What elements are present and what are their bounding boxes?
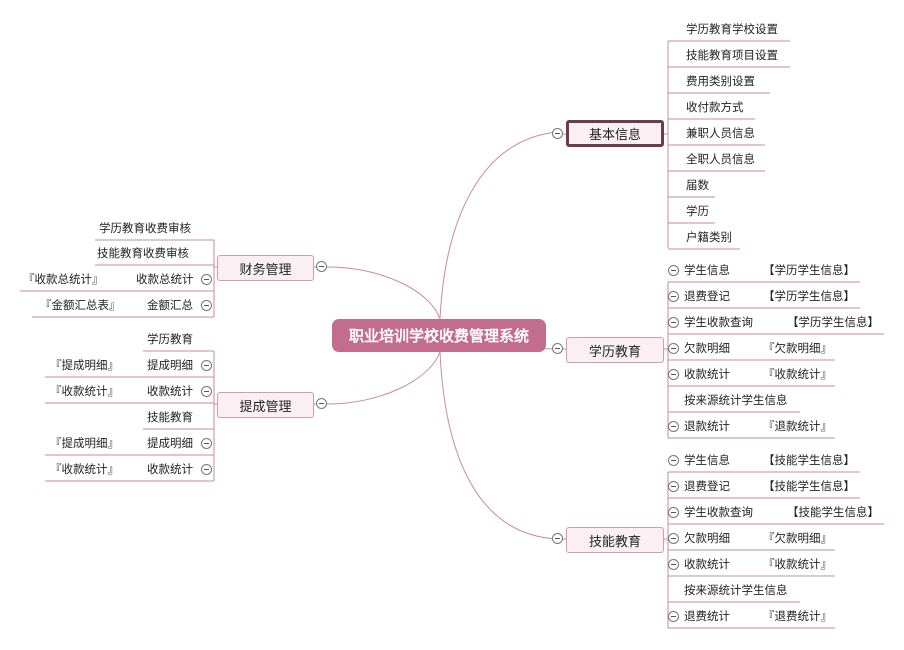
collapse-toggle-icon[interactable]: [668, 611, 679, 622]
finance-item-ref[interactable]: 『金额汇总表』: [40, 298, 121, 312]
skill-item-ref[interactable]: 『收款统计』: [763, 557, 832, 571]
commission-item[interactable]: 收款统计: [147, 384, 193, 398]
collapse-toggle-icon[interactable]: [668, 507, 679, 518]
collapse-toggle-icon[interactable]: [668, 369, 679, 380]
basic-item[interactable]: 技能教育项目设置: [686, 48, 778, 62]
skill-item[interactable]: 退费登记: [684, 479, 730, 493]
commission-item-ref[interactable]: 『提成明细』: [50, 358, 119, 372]
basic-item[interactable]: 兼职人员信息: [686, 126, 755, 140]
degree-item-ref[interactable]: 【学历学生信息】: [787, 315, 879, 329]
commission-item[interactable]: 收款统计: [147, 462, 193, 476]
degree-item[interactable]: 退费登记: [684, 289, 730, 303]
finance-item[interactable]: 技能教育收费审核: [97, 246, 189, 260]
commission-item-ref[interactable]: 『提成明细』: [50, 436, 119, 450]
degree-item[interactable]: 学生收款查询: [684, 315, 753, 329]
collapse-toggle-icon[interactable]: [668, 291, 679, 302]
collapse-toggle-icon[interactable]: [668, 533, 679, 544]
degree-item[interactable]: 退款统计: [684, 419, 730, 433]
commission-item[interactable]: 技能教育: [147, 410, 193, 424]
collapse-toggle-icon[interactable]: [201, 300, 212, 311]
collapse-toggle-icon[interactable]: [668, 421, 679, 432]
collapse-toggle-icon[interactable]: [668, 481, 679, 492]
collapse-toggle-icon[interactable]: [668, 559, 679, 570]
skill-item[interactable]: 学生收款查询: [684, 505, 753, 519]
degree-item-ref[interactable]: 【学历学生信息】: [763, 263, 855, 277]
basic-item[interactable]: 届数: [686, 178, 709, 192]
skill-item-ref[interactable]: 『退费统计』: [763, 609, 832, 623]
skill-item[interactable]: 按来源统计学生信息: [684, 583, 788, 597]
collapse-toggle-icon[interactable]: [552, 343, 563, 354]
collapse-toggle-icon[interactable]: [668, 317, 679, 328]
skill-item-ref[interactable]: 『欠款明细』: [763, 531, 832, 545]
degree-item[interactable]: 学生信息: [684, 263, 730, 277]
commission-item[interactable]: 提成明细: [147, 358, 193, 372]
degree-item[interactable]: 欠款明细: [684, 341, 730, 355]
skill-item-ref[interactable]: 【技能学生信息】: [763, 479, 855, 493]
skill-item-ref[interactable]: 【技能学生信息】: [763, 453, 855, 467]
collapse-toggle-icon[interactable]: [552, 533, 563, 544]
basic-item[interactable]: 学历教育学校设置: [686, 22, 778, 36]
skill-item[interactable]: 退费统计: [684, 609, 730, 623]
basic-item[interactable]: 学历: [686, 204, 709, 218]
degree-item-ref[interactable]: 『收款统计』: [763, 367, 832, 381]
collapse-toggle-icon[interactable]: [201, 274, 212, 285]
skill-item-ref[interactable]: 【技能学生信息】: [787, 505, 879, 519]
commission-item-ref[interactable]: 『收款统计』: [50, 462, 119, 476]
collapse-toggle-icon[interactable]: [201, 360, 212, 371]
collapse-toggle-icon[interactable]: [201, 386, 212, 397]
degree-item-ref[interactable]: 『退款统计』: [763, 419, 832, 433]
collapse-toggle-icon[interactable]: [552, 128, 563, 139]
commission-item[interactable]: 提成明细: [147, 436, 193, 450]
central-topic[interactable]: 职业培训学校收费管理系统: [332, 319, 546, 352]
degree-item-ref[interactable]: 【学历学生信息】: [763, 289, 855, 303]
collapse-toggle-icon[interactable]: [316, 261, 327, 272]
collapse-toggle-icon[interactable]: [668, 343, 679, 354]
degree-item-ref[interactable]: 『欠款明细』: [763, 341, 832, 355]
collapse-toggle-icon[interactable]: [316, 398, 327, 409]
basic-item[interactable]: 户籍类别: [686, 230, 732, 244]
collapse-toggle-icon[interactable]: [201, 438, 212, 449]
basic-item[interactable]: 收付款方式: [686, 100, 744, 114]
node-finance[interactable]: 财务管理: [217, 255, 314, 281]
commission-item-ref[interactable]: 『收款统计』: [50, 384, 119, 398]
node-skill-edu[interactable]: 技能教育: [566, 527, 664, 553]
collapse-toggle-icon[interactable]: [668, 265, 679, 276]
degree-item[interactable]: 收款统计: [684, 367, 730, 381]
node-commission[interactable]: 提成管理: [217, 392, 314, 418]
finance-item[interactable]: 金额汇总: [147, 298, 193, 312]
commission-item[interactable]: 学历教育: [147, 332, 193, 346]
node-basic-info[interactable]: 基本信息: [566, 120, 664, 147]
skill-item[interactable]: 收款统计: [684, 557, 730, 571]
basic-item[interactable]: 费用类别设置: [686, 74, 755, 88]
degree-item[interactable]: 按来源统计学生信息: [684, 393, 788, 407]
skill-item[interactable]: 学生信息: [684, 453, 730, 467]
finance-item[interactable]: 收款总统计: [136, 272, 194, 286]
finance-item[interactable]: 学历教育收费审核: [99, 221, 191, 235]
node-degree-edu[interactable]: 学历教育: [566, 337, 664, 363]
collapse-toggle-icon[interactable]: [201, 464, 212, 475]
collapse-toggle-icon[interactable]: [668, 455, 679, 466]
finance-item-ref[interactable]: 『收款总统计』: [23, 272, 104, 286]
skill-item[interactable]: 欠款明细: [684, 531, 730, 545]
basic-item[interactable]: 全职人员信息: [686, 152, 755, 166]
